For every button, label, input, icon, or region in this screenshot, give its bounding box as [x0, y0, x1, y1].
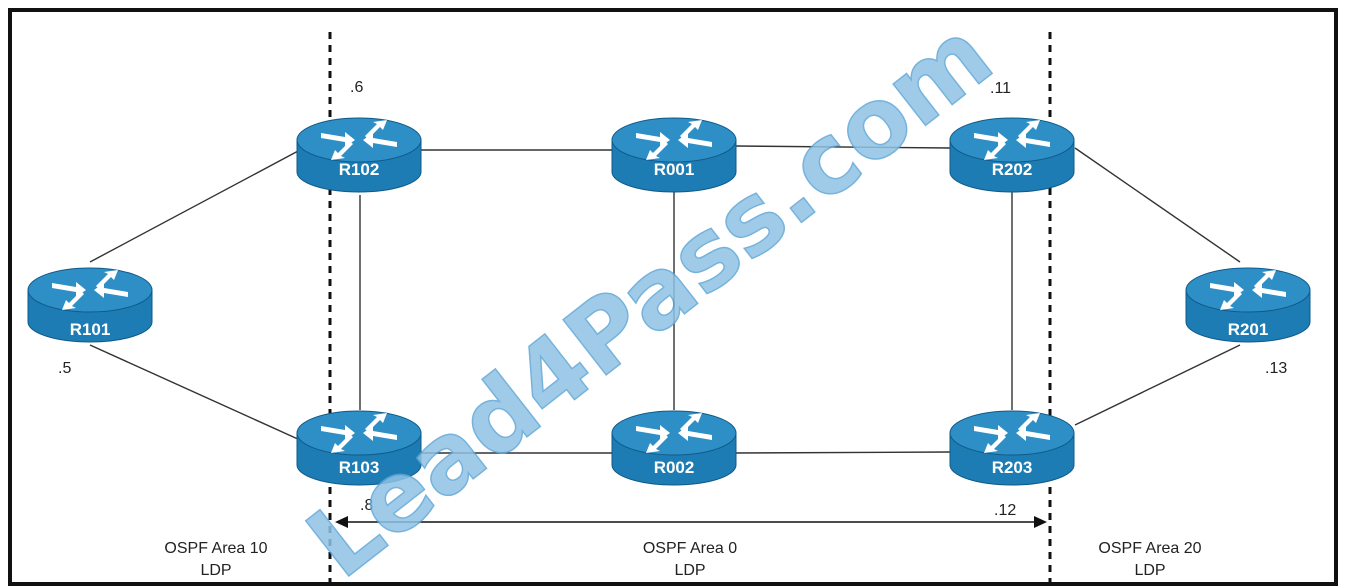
- router-r102[interactable]: R102: [296, 117, 422, 193]
- router-label: R203: [992, 458, 1033, 477]
- link-r202-r201: [1074, 147, 1241, 263]
- ip-label-r201: .13: [1265, 360, 1287, 377]
- router-r002[interactable]: R002: [611, 410, 737, 486]
- router-label: R202: [992, 160, 1033, 179]
- router-label: R101: [70, 320, 111, 339]
- ip-label-r202: .11: [990, 80, 1011, 97]
- area20-name: OSPF Area 20: [1098, 540, 1201, 557]
- router-label: R102: [339, 160, 380, 179]
- ip-label-r102: .6: [350, 79, 363, 96]
- diagram-frame: [8, 8, 1338, 586]
- router-label: R103: [339, 458, 380, 477]
- links: [89, 145, 1241, 454]
- router-r201[interactable]: R201: [1185, 267, 1311, 343]
- area0-protocol: LDP: [674, 562, 705, 579]
- area20-protocol: LDP: [1134, 562, 1165, 579]
- area0-span-arrow: [335, 516, 1047, 528]
- area10-protocol: LDP: [200, 562, 231, 579]
- area10-name: OSPF Area 10: [164, 540, 267, 557]
- ip-label-r103: .8: [360, 497, 373, 514]
- router-r203[interactable]: R203: [949, 410, 1075, 486]
- router-r103[interactable]: R103: [296, 410, 422, 486]
- area0-name: OSPF Area 0: [643, 540, 737, 557]
- router-r101[interactable]: R101: [27, 267, 153, 343]
- link-r002-r203: [734, 451, 951, 454]
- ip-label-r101: .5: [58, 360, 71, 377]
- router-r001[interactable]: R001: [611, 117, 737, 193]
- link-r101-r103: [89, 344, 301, 441]
- router-label: R002: [654, 458, 695, 477]
- link-r001-r202: [734, 145, 951, 149]
- ip-label-r203: .12: [994, 502, 1016, 519]
- router-label: R201: [1228, 320, 1269, 339]
- router-r202[interactable]: R202: [949, 117, 1075, 193]
- link-r203-r201: [1074, 344, 1241, 426]
- link-r101-r102: [89, 149, 301, 263]
- router-label: R001: [654, 160, 695, 179]
